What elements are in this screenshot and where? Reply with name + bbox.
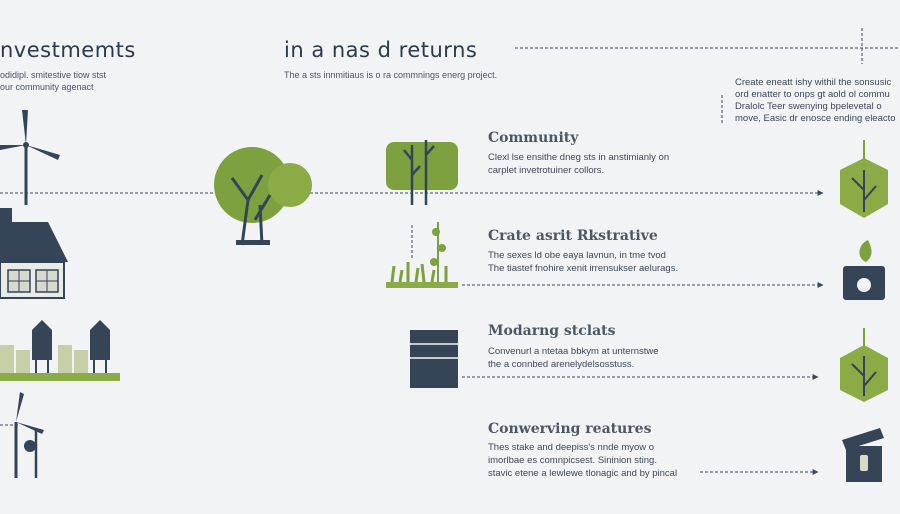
section-text: Thes stake and deepiss's nnde myow o bbox=[488, 442, 655, 453]
section-heading-conserving: Conwerving reatures bbox=[488, 421, 652, 437]
section-text: the a connbed arenelydelsosstuss. bbox=[488, 359, 635, 370]
section-text: Convenurl a ntetaa bbkym at unternstwe bbox=[488, 346, 659, 357]
tree-icon bbox=[214, 147, 312, 246]
leaf-hexagon-icon bbox=[840, 140, 888, 218]
solar-farm-icon bbox=[0, 320, 120, 381]
section-text: stavic etene a lewlewe tlonagic and by p… bbox=[488, 468, 678, 479]
house-icon bbox=[0, 208, 68, 299]
battery-icon bbox=[410, 330, 458, 388]
section-text: imorlbae es comnpicsest. Sininion sting. bbox=[488, 455, 657, 466]
forest-icon bbox=[386, 140, 458, 205]
section-heading-create: Crate asrit Rkstrative bbox=[488, 228, 658, 244]
right-note-4: move, Easic dr enosce ending eleacto bbox=[735, 113, 896, 124]
recycle-bin-icon bbox=[842, 428, 884, 482]
subtitle-left-2: our community agenact bbox=[0, 82, 94, 92]
right-note-1: Create eneatt ishy withil the sonsusic bbox=[735, 77, 892, 88]
subtitle-center: The a sts innmitiaus is o ra commnings e… bbox=[284, 70, 498, 80]
page-title-center: in a nas d returns bbox=[284, 38, 478, 62]
section-heading-community: Community bbox=[488, 130, 579, 146]
section-heading-modarng: Modarng stclats bbox=[488, 323, 616, 339]
plant-pot-icon bbox=[843, 240, 885, 300]
section-text: The sexes ld obe eaya lavnun, in tme tvo… bbox=[488, 250, 666, 261]
seedling-icon bbox=[386, 222, 458, 288]
right-note-3: Dralolc Teer swenying bpelevetal o bbox=[735, 101, 882, 112]
section-text: carplet invetrotuiner collors. bbox=[488, 165, 605, 176]
page-title-left: nvestmemts bbox=[0, 38, 136, 62]
wind-turbine-icon bbox=[14, 392, 44, 478]
subtitle-left-1: odidipl. smitestive tiow stst bbox=[0, 70, 107, 80]
leaf-hexagon-icon bbox=[840, 328, 888, 402]
section-text: Clexl lse ensithe dneg sts in anstimianl… bbox=[488, 152, 670, 163]
wind-turbine-icon bbox=[0, 110, 60, 205]
section-text: The tiastef fnohire xenit irrensukser ae… bbox=[488, 263, 679, 274]
right-note-2: ord enatter to onps gt aold ol commu bbox=[735, 89, 890, 100]
